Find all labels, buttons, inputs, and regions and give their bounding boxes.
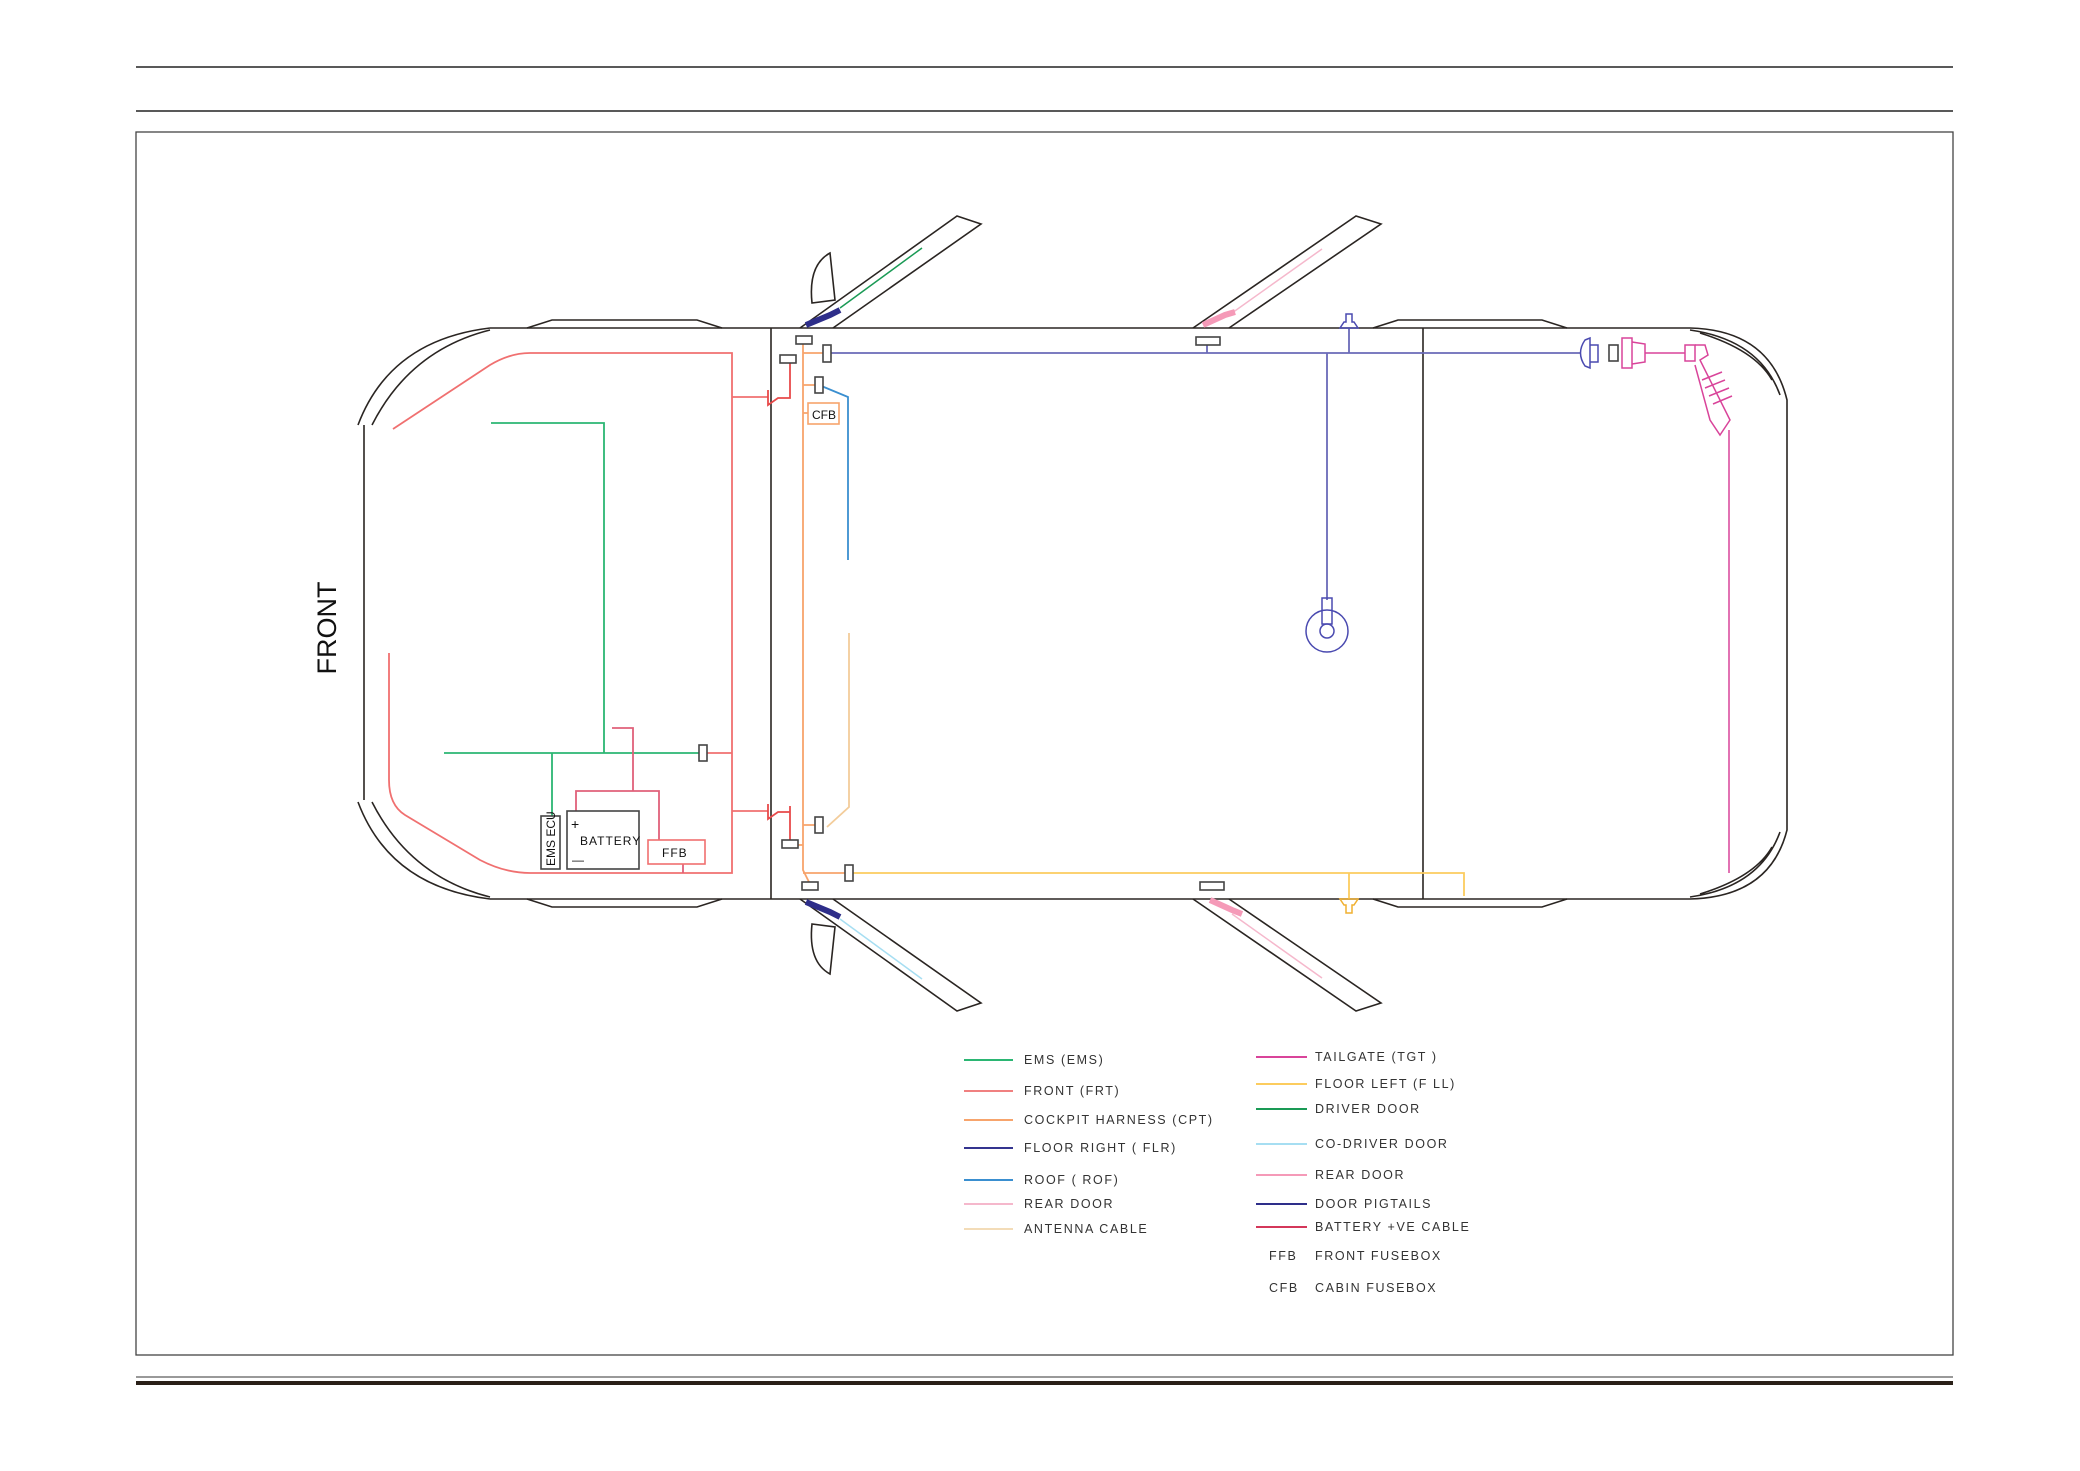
driver-door (799, 215, 983, 329)
battery-minus: — (572, 853, 584, 867)
legend-abbreviation: CFB CABIN FUSEBOX (1269, 1281, 1437, 1295)
legend-item: CO-DRIVER DOOR (1256, 1137, 1449, 1151)
legend-item: FLOOR RIGHT ( FLR) (964, 1141, 1177, 1155)
svg-text:EMS ECU: EMS ECU (544, 811, 558, 866)
spare-wheel-connector (1305, 597, 1349, 653)
wire-battery-cable (575, 727, 684, 873)
wire-ems (444, 422, 703, 816)
abbreviation: CFB (1269, 1281, 1299, 1295)
legend-label: TAILGATE (TGT ) (1315, 1050, 1438, 1064)
legend-label: ANTENNA CABLE (1024, 1222, 1148, 1236)
ems-ecu-box: EMS ECU (540, 811, 561, 870)
diagram-frame (135, 131, 1954, 1356)
battery-plus: + (571, 816, 579, 832)
legend-item: REAR DOOR (964, 1197, 1114, 1211)
legend-label: EMS (EMS) (1024, 1053, 1104, 1067)
front-fusebox: FFB (647, 839, 706, 865)
legend-label: REAR DOOR (1315, 1168, 1405, 1182)
front-label: FRONT (312, 582, 342, 675)
battery-label: BATTERY (580, 834, 641, 848)
legend-label: ROOF ( ROF) (1024, 1173, 1119, 1187)
legend-item: FLOOR LEFT (F LL) (1256, 1077, 1456, 1091)
legend-label: FLOOR RIGHT ( FLR) (1024, 1141, 1177, 1155)
wire-floor-left (847, 872, 1465, 899)
legend-label: COCKPIT HARNESS (CPT) (1024, 1113, 1214, 1127)
abbreviation-meaning: FRONT FUSEBOX (1315, 1249, 1442, 1263)
legend-item: DRIVER DOOR (1256, 1102, 1421, 1116)
legend-item: REAR DOOR (1256, 1168, 1405, 1182)
legend-label: FRONT (FRT) (1024, 1084, 1120, 1098)
legend-item: FRONT (FRT) (964, 1084, 1120, 1098)
legend-item: DOOR PIGTAILS (1256, 1197, 1432, 1211)
legend-item: BATTERY +VE CABLE (1256, 1220, 1470, 1234)
connectors (779, 335, 1225, 891)
wire-front-frt (388, 352, 733, 874)
legend-label: FLOOR LEFT (F LL) (1315, 1077, 1456, 1091)
legend-item: TAILGATE (TGT ) (1256, 1050, 1438, 1064)
tailgate-connector-blue (1579, 336, 1599, 370)
legend: EMS (EMS) FRONT (FRT) COCKPIT HARNESS (CPT… (964, 1050, 1470, 1295)
abbreviation-meaning: CABIN FUSEBOX (1315, 1281, 1437, 1295)
legend-item: COCKPIT HARNESS (CPT) (964, 1113, 1214, 1127)
wire-cockpit-cpt (795, 340, 845, 885)
legend-label: BATTERY +VE CABLE (1315, 1220, 1470, 1234)
legend-item: ANTENNA CABLE (964, 1222, 1148, 1236)
legend-label: CO-DRIVER DOOR (1315, 1137, 1449, 1151)
rear-door-right (1192, 215, 1383, 329)
legend-item: ROOF ( ROF) (964, 1173, 1119, 1187)
door-pigtail-connector (804, 307, 842, 328)
mirror (810, 923, 836, 976)
antenna-base-top (1338, 313, 1360, 329)
door-pigtail-connector (804, 899, 842, 920)
svg-text:FFB: FFB (662, 846, 688, 860)
cabin-fusebox: CFB (807, 402, 840, 425)
legend-label: DRIVER DOOR (1315, 1102, 1421, 1116)
legend-abbreviation: FFB FRONT FUSEBOX (1269, 1249, 1442, 1263)
connector (698, 744, 708, 762)
battery: + BATTERY — (566, 810, 641, 870)
mirror (810, 251, 836, 304)
svg-text:CFB: CFB (812, 408, 836, 422)
horn-bottom (767, 804, 791, 840)
horn-top (767, 360, 791, 407)
co-driver-door (799, 898, 983, 1012)
wire-roof (818, 384, 849, 560)
abbreviation: FFB (1269, 1249, 1297, 1263)
wire-floor-right (827, 328, 1580, 600)
tailgate-harness (1621, 337, 1733, 873)
wire-antenna (826, 633, 850, 828)
legend-label: DOOR PIGTAILS (1315, 1197, 1432, 1211)
legend-label: REAR DOOR (1024, 1197, 1114, 1211)
legend-item: EMS (EMS) (964, 1053, 1104, 1067)
rear-door-left (1192, 897, 1383, 1012)
car-body-outline (357, 319, 1788, 908)
